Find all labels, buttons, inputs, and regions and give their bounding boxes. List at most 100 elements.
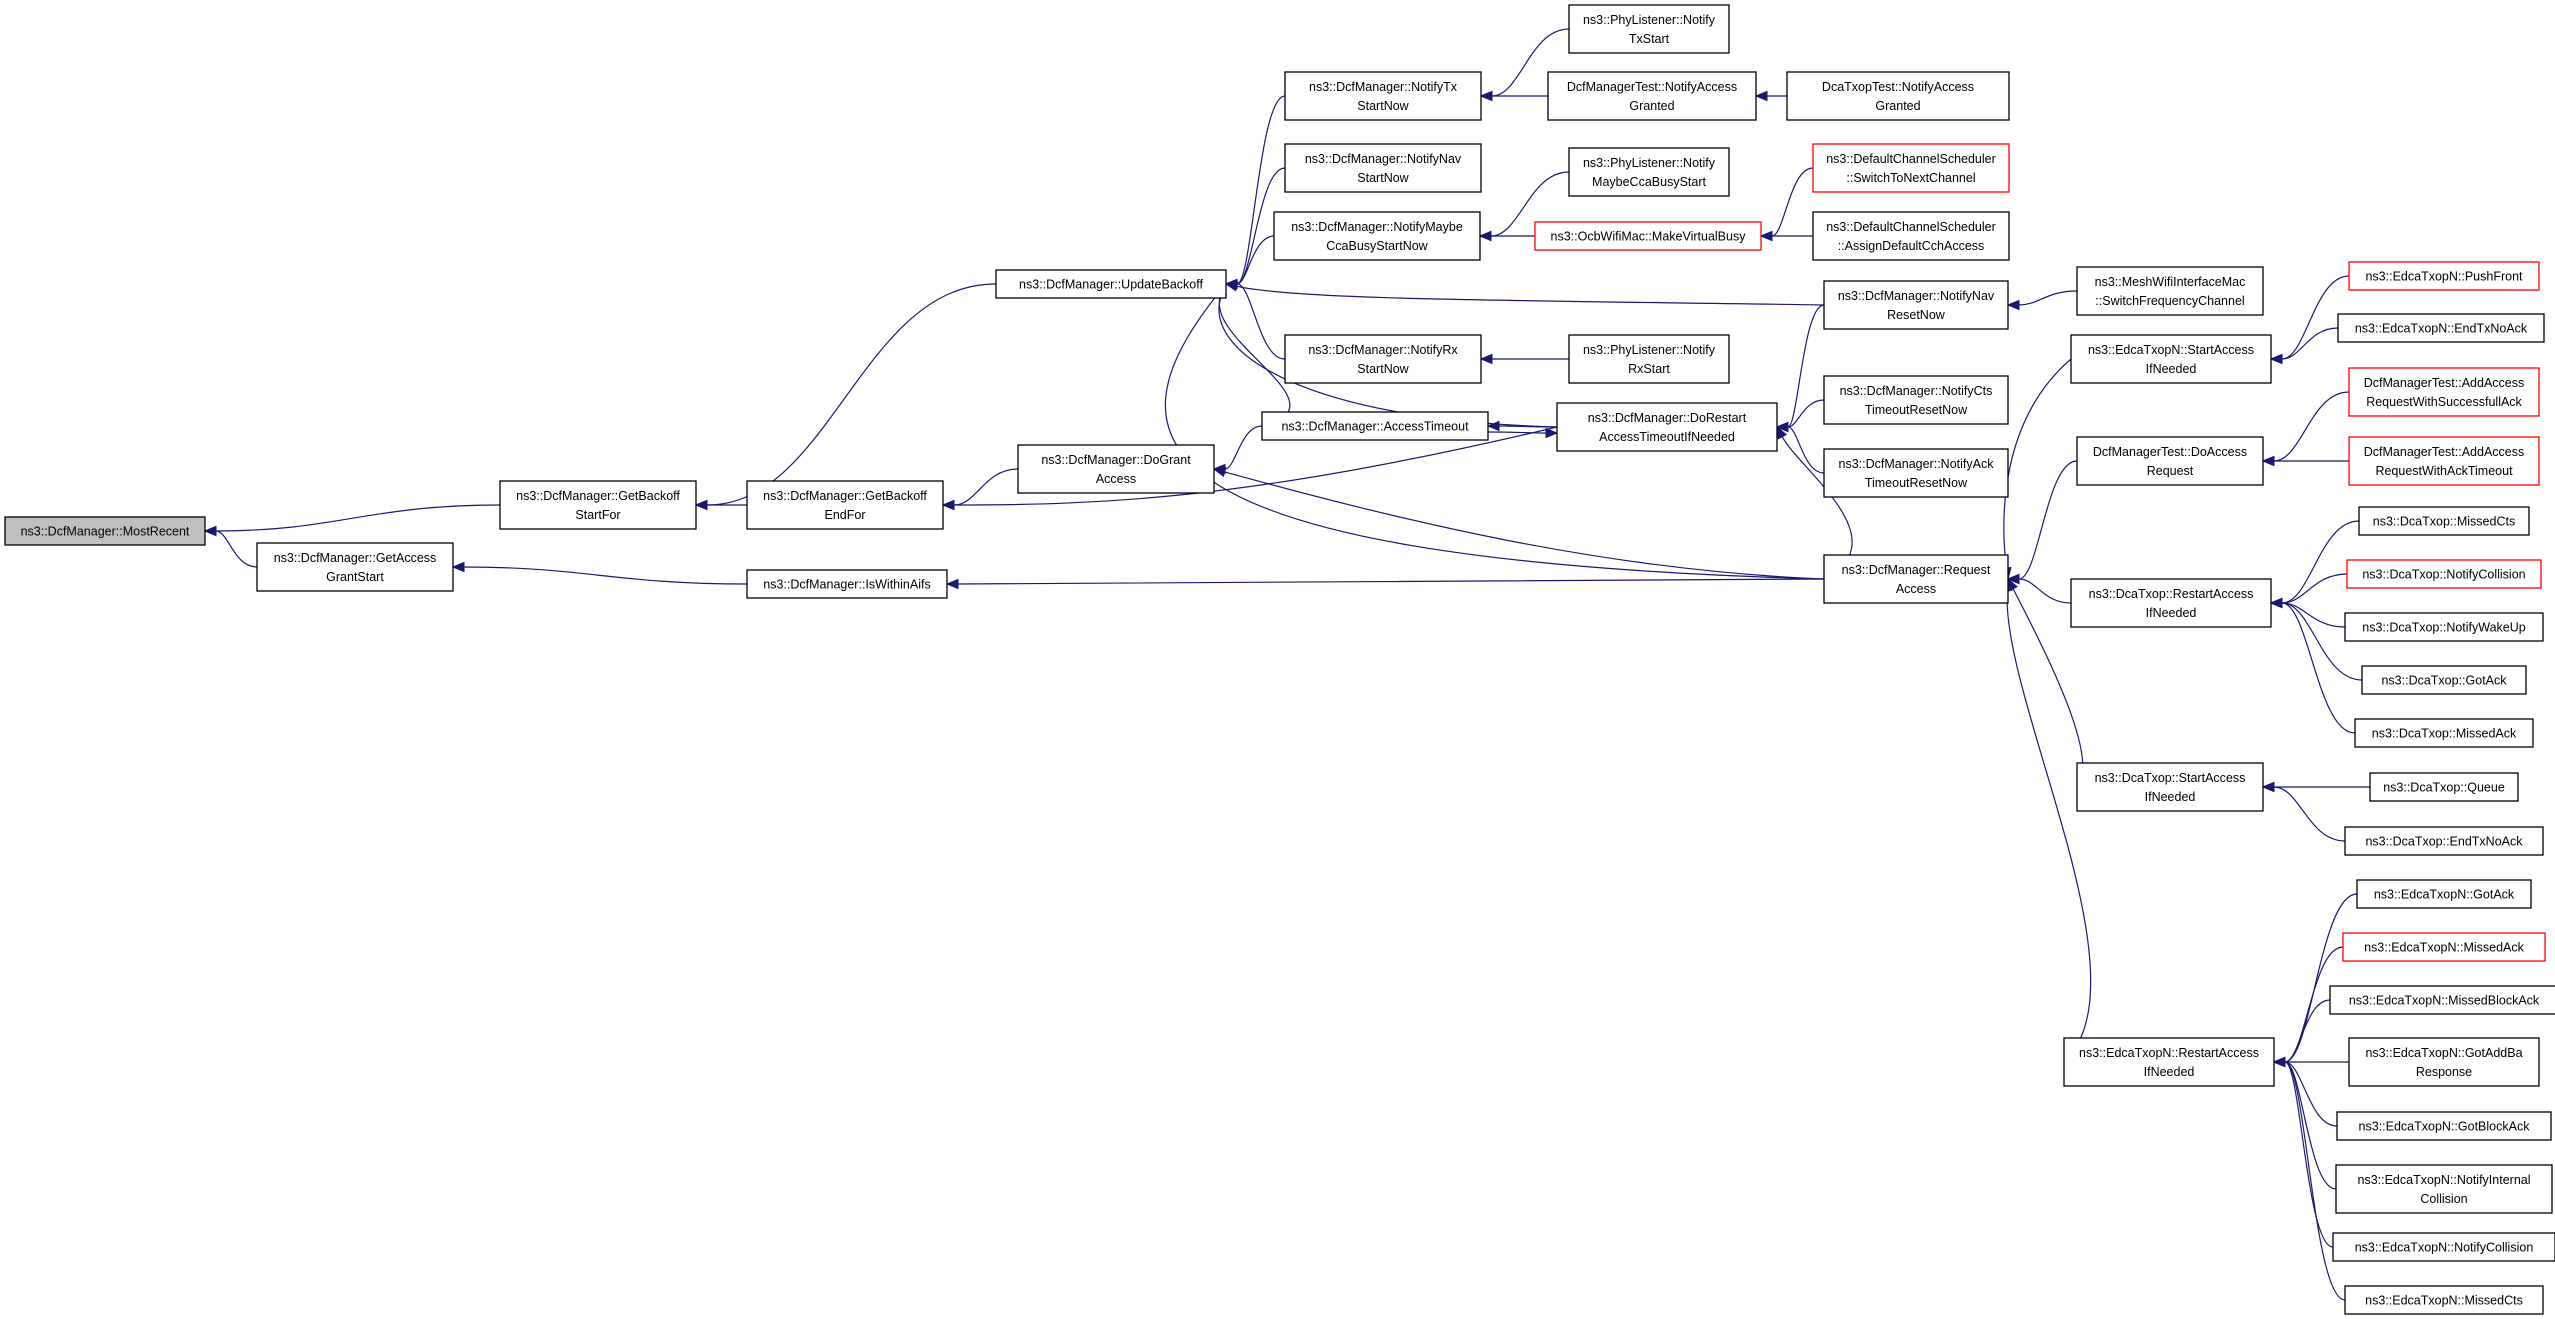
edge-n42-to-n30 (2284, 893, 2358, 1063)
edge-n36-to-n28 (2281, 573, 2348, 604)
node-box (2344, 1285, 2544, 1315)
node-label: ns3::DcfManager::DoGrant (1041, 453, 1191, 467)
node-ns3-dcatxop-notifywakeup[interactable]: ns3::DcaTxop::NotifyWakeUp (2344, 612, 2544, 642)
node-box (1556, 402, 1778, 452)
node-ns3-dcfmanager-dorestart-accesstimeoutifneeded[interactable]: ns3::DcfManager::DoRestartAccessTimeoutI… (1556, 402, 1778, 452)
node-dcfmanagertest-addaccess-requestwithacktimeout[interactable]: DcfManagerTest::AddAccessRequestWithAckT… (2348, 436, 2540, 486)
node-box (995, 269, 1227, 299)
node-ns3-dcatxop-gotack[interactable]: ns3::DcaTxop::GotAck (2361, 665, 2527, 695)
node-ns3-edcatxopn-gotblockack[interactable]: ns3::EdcaTxopN::GotBlockAck (2336, 1111, 2552, 1141)
node-label: ns3::DcfManager::IsWithinAifs (763, 578, 930, 592)
node-label: GrantStart (326, 570, 384, 584)
node-label: ns3::OcbWifiMac::MakeVirtualBusy (1551, 230, 1747, 244)
node-box (2063, 1037, 2275, 1087)
node-ns3-dcatxop-endtxnoack[interactable]: ns3::DcaTxop::EndTxNoAck (2344, 826, 2544, 856)
node-box (2369, 772, 2519, 802)
node-label: ns3::EdcaTxopN::MissedCts (2365, 1294, 2523, 1308)
node-ns3-meshwifiinterfacemac-switchfrequencychannel[interactable]: ns3::MeshWifiInterfaceMac::SwitchFrequen… (2076, 266, 2264, 316)
node-label: RxStart (1628, 362, 1670, 376)
node-label: DcfManagerTest::AddAccess (2364, 376, 2525, 390)
node-box (1534, 221, 1762, 251)
edge-n11-to-n6 (1224, 425, 1263, 470)
node-ns3-edcatxopn-gotack[interactable]: ns3::EdcaTxopN::GotAck (2356, 879, 2532, 909)
node-box (2335, 1164, 2553, 1214)
node-box (2344, 826, 2544, 856)
edge-n47-to-n30 (2284, 1061, 2337, 1190)
node-label: Access (1896, 582, 1936, 596)
node-ns3-dcfmanager-iswithinaifs[interactable]: ns3::DcfManager::IsWithinAifs (746, 569, 948, 599)
node-box (2348, 436, 2540, 486)
node-ns3-edcatxopn-missedack[interactable]: ns3::EdcaTxopN::MissedAck (2342, 932, 2546, 962)
node-label: TimeoutResetNow (1865, 476, 1968, 490)
node-label: ns3::DcfManager::NotifyCts (1840, 384, 1993, 398)
node-ns3-dcatxop-missedack[interactable]: ns3::DcaTxop::MissedAck (2354, 718, 2534, 748)
node-ns3-ocbwifimac-makevirtualbusy[interactable]: ns3::OcbWifiMac::MakeVirtualBusy (1534, 221, 1762, 251)
node-ns3-phylistener-notify-maybeccabusystart[interactable]: ns3::PhyListener::NotifyMaybeCcaBusyStar… (1568, 147, 1730, 197)
edge-n25-to-n21 (2018, 290, 2078, 306)
node-label: ns3::DcfManager::NotifyTx (1309, 80, 1458, 94)
node-box (2361, 665, 2527, 695)
node-box (1568, 4, 1730, 54)
node-ns3-edcatxopn-notifycollision[interactable]: ns3::EdcaTxopN::NotifyCollision (2332, 1232, 2555, 1262)
node-box (2348, 367, 2540, 417)
node-box (4, 516, 206, 546)
node-label: ns3::EdcaTxopN::PushFront (2365, 270, 2523, 284)
edge-n39-to-n28 (2281, 602, 2356, 734)
node-label: DcfManagerTest::AddAccess (2364, 445, 2525, 459)
node-label: RequestWithAckTimeout (2375, 464, 2513, 478)
node-ns3-edcatxopn-endtxnoack[interactable]: ns3::EdcaTxopN::EndTxNoAck (2337, 313, 2545, 343)
node-label: ns3::DcfManager::DoRestart (1588, 411, 1747, 425)
edge-n2-to-n0 (215, 530, 258, 568)
node-ns3-defaultchannelscheduler-switchtonextchannel[interactable]: ns3::DefaultChannelScheduler::SwitchToNe… (1812, 143, 2010, 193)
edge-n24-to-n3 (1164, 292, 1825, 580)
node-label: ns3::EdcaTxopN::StartAccess (2088, 343, 2254, 357)
node-ns3-dcfmanager-updatebackoff[interactable]: ns3::DcfManager::UpdateBackoff (995, 269, 1227, 299)
node-box (1568, 334, 1730, 384)
node-ns3-dcfmanager-notifymaybe-ccabusystartnow[interactable]: ns3::DcfManager::NotifyMaybeCcaBusyStart… (1273, 211, 1481, 261)
node-dcfmanagertest-addaccess-requestwithsuccessfullack[interactable]: DcfManagerTest::AddAccessRequestWithSucc… (2348, 367, 2540, 417)
node-box (2332, 1232, 2555, 1262)
node-ns3-dcfmanager-accesstimeout[interactable]: ns3::DcfManager::AccessTimeout (1261, 411, 1489, 441)
node-ns3-edcatxopn-missedcts[interactable]: ns3::EdcaTxopN::MissedCts (2344, 1285, 2544, 1315)
node-ns3-dcatxop-notifycollision[interactable]: ns3::DcaTxop::NotifyCollision (2346, 559, 2542, 589)
node-label: StartFor (575, 508, 620, 522)
node-label: AccessTimeoutIfNeeded (1599, 430, 1735, 444)
node-box (746, 569, 948, 599)
node-label: CcaBusyStartNow (1326, 239, 1428, 253)
node-box (2070, 334, 2272, 384)
node-ns3-dcfmanager-notifycts-timeoutresetnow[interactable]: ns3::DcfManager::NotifyCtsTimeoutResetNo… (1823, 375, 2009, 425)
node-ns3-defaultchannelscheduler-assigndefaultcchaccess[interactable]: ns3::DefaultChannelScheduler::AssignDefa… (1812, 211, 2010, 261)
node-label: ns3::EdcaTxopN::NotifyCollision (2355, 1241, 2534, 1255)
node-ns3-dcatxop-missedcts[interactable]: ns3::DcaTxop::MissedCts (2358, 506, 2530, 536)
node-box (2076, 266, 2264, 316)
node-ns3-edcatxopn-missedblockack[interactable]: ns3::EdcaTxopN::MissedBlockAck (2329, 985, 2555, 1015)
node-ns3-dcfmanager-mostrecent[interactable]: ns3::DcfManager::MostRecent (4, 516, 206, 546)
node-box (1786, 71, 2010, 121)
node-ns3-dcfmanager-notifyack-timeoutresetnow[interactable]: ns3::DcfManager::NotifyAckTimeoutResetNo… (1823, 448, 2009, 498)
node-ns3-edcatxopn-pushfront[interactable]: ns3::EdcaTxopN::PushFront (2348, 261, 2540, 291)
node-label: ns3::DcaTxop::RestartAccess (2089, 587, 2254, 601)
arrowhead (2006, 299, 2020, 311)
edge-n32-to-n26 (2281, 327, 2339, 360)
node-ns3-dcatxop-queue[interactable]: ns3::DcaTxop::Queue (2369, 772, 2519, 802)
